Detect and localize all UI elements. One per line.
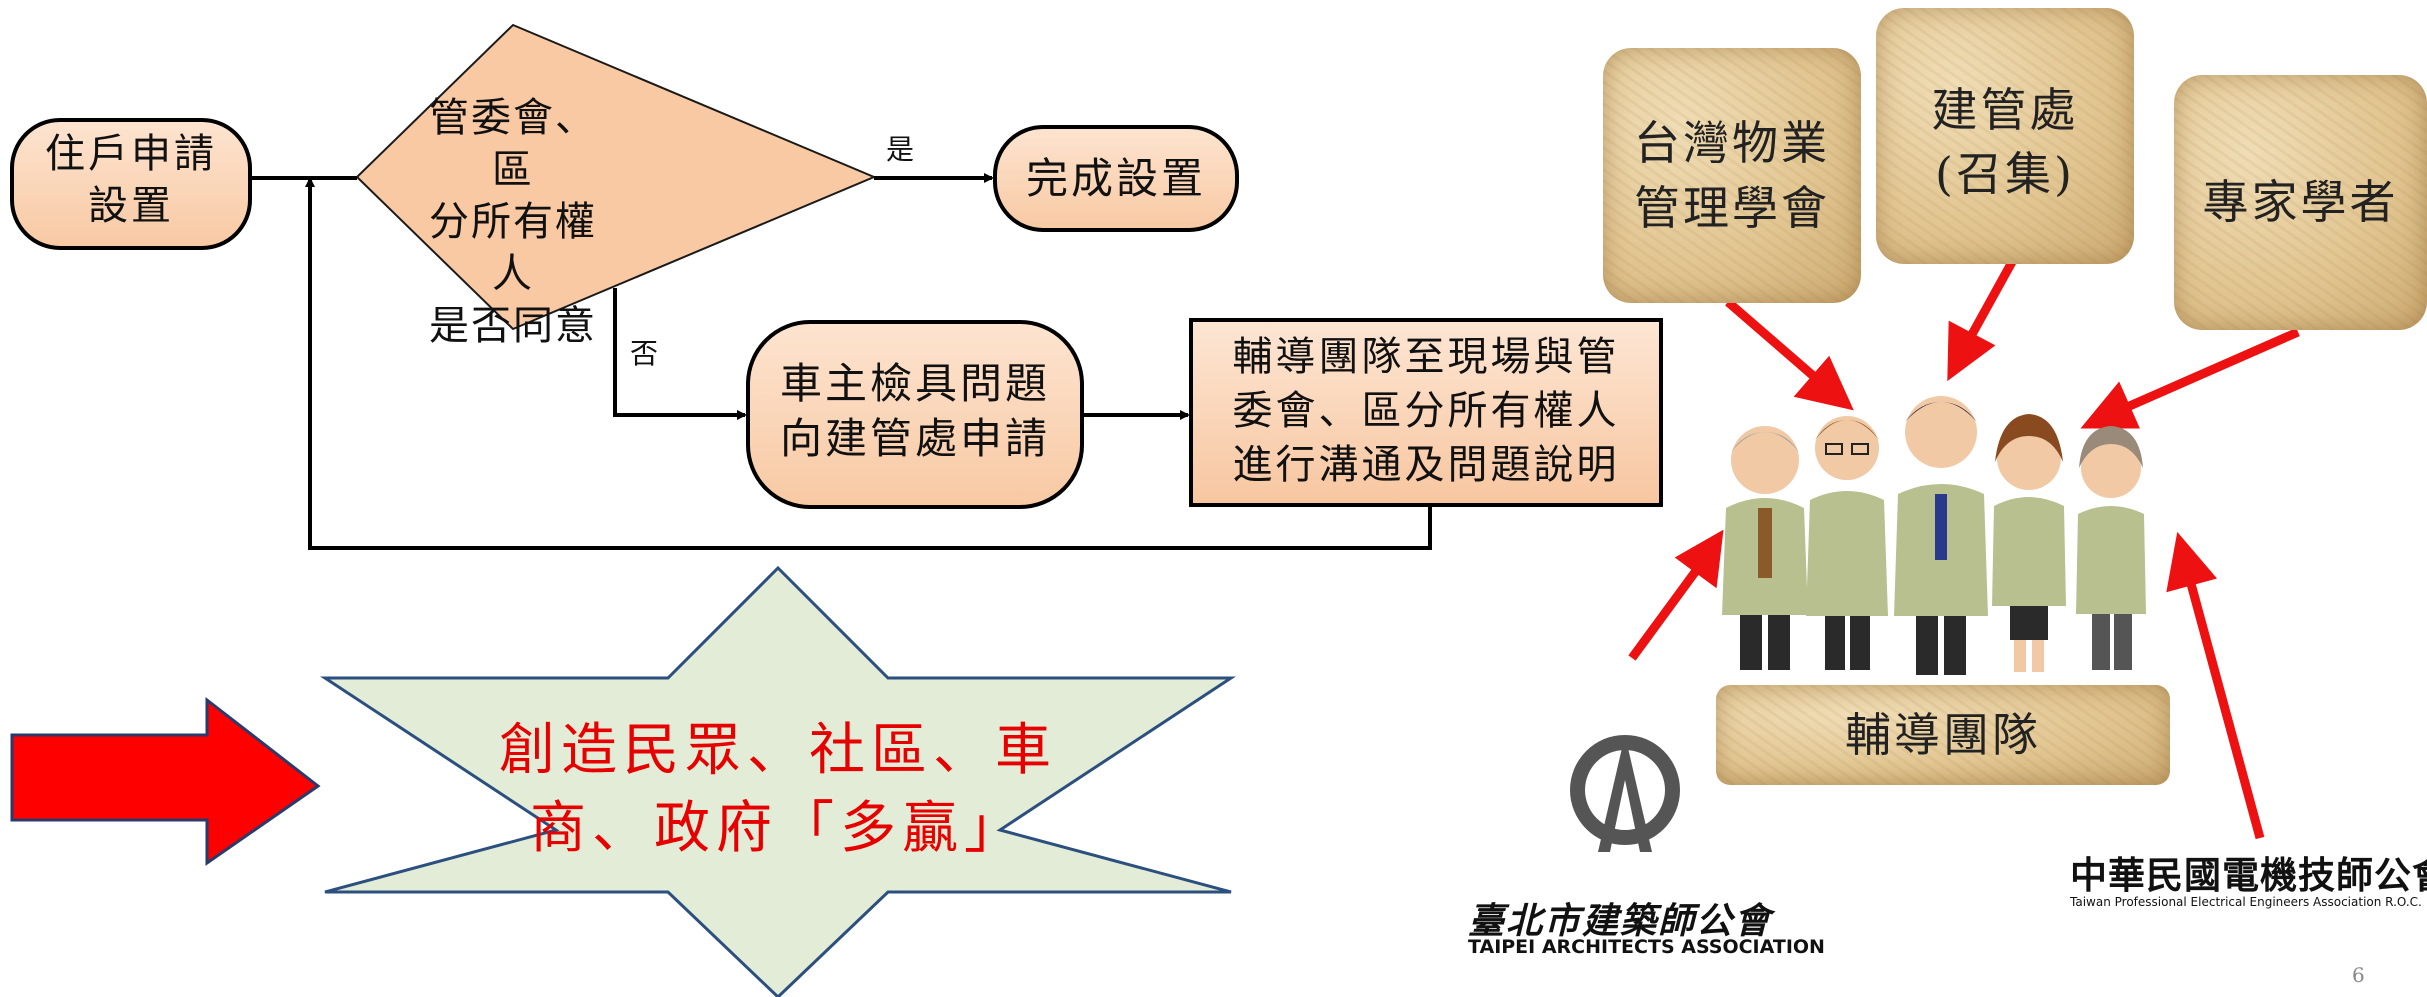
- electrical-logo-cn: 中華民國電機技師公會: [2070, 854, 2427, 897]
- team-member-icon: [1806, 416, 1888, 670]
- big-right-arrow: [10, 696, 321, 866]
- apply-node-label: 住戶申請 設置: [45, 131, 217, 229]
- building-dept-box: 建管處 (召集): [1876, 8, 2134, 264]
- arrow-from-electrical: [2185, 578, 2265, 840]
- apply-node: [10, 118, 252, 250]
- done-node: [993, 125, 1239, 232]
- team-member-icon: [2076, 426, 2146, 670]
- arrow-from-architects: [1628, 565, 1702, 661]
- architects-logo-en: TAIPEI ARCHITECTS ASSOCIATION: [1468, 936, 1825, 958]
- page-number: 6: [2352, 963, 2365, 987]
- architects-logo-cn: 臺北市建築師公會: [1468, 900, 1773, 942]
- experts-box: 專家學者: [2174, 75, 2427, 330]
- outcome-star: [319, 565, 1237, 997]
- done-node-label: 完成設置: [1025, 154, 1206, 203]
- arrow-from-property-society: [1725, 298, 1821, 384]
- team-box: 輔導團隊: [1716, 685, 2170, 785]
- architects-logo-mark: [1570, 735, 1680, 852]
- owner-apply-label: 車主檢具問題 向建管處申請: [779, 359, 1050, 463]
- outcome-text: 創造民眾、社區、車 商、政府「多贏」: [499, 718, 1057, 862]
- arrow-from-experts: [2123, 327, 2300, 413]
- team-member-icon: [1722, 426, 1808, 670]
- red-arrows: [1628, 259, 2300, 840]
- decision-diamond: [355, 23, 877, 331]
- electrical-logo-en: Taiwan Professional Electrical Engineers…: [2070, 895, 2422, 909]
- decision-label: 管委會、區 分所有權人 是否同意: [429, 95, 597, 349]
- team-member-icon: [1894, 396, 1988, 675]
- connector-feedback-loop: [305, 177, 1432, 550]
- team-action-box: [1189, 318, 1663, 507]
- team-people-illustration: [1722, 396, 2146, 675]
- team-action-label: 輔導團隊至現場與管 委會、區分所有權人 進行溝通及問題說明: [1232, 334, 1620, 488]
- property-society-box: 台灣物業 管理學會: [1603, 48, 1861, 303]
- connector-no: [613, 288, 747, 420]
- yes-label: 是: [886, 133, 915, 166]
- arrow-from-building-dept: [1966, 259, 2016, 341]
- team-member-icon: [1992, 414, 2066, 672]
- no-label: 否: [630, 337, 659, 370]
